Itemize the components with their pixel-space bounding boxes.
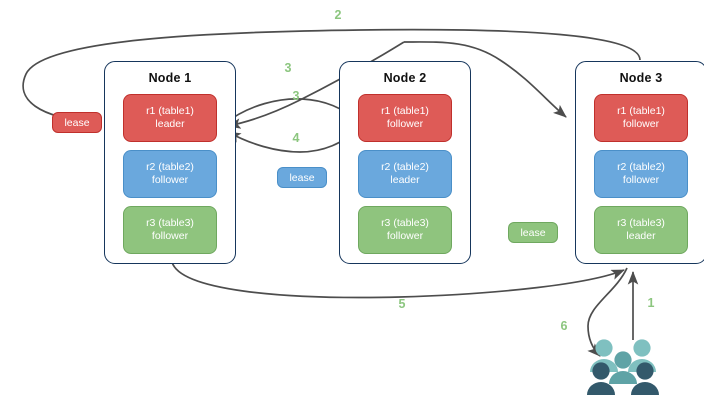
replica-r3[interactable]: r3 (table3) follower [358, 206, 452, 254]
replica-name: r3 (table3) [381, 217, 429, 229]
step-label-3b: 3 [292, 89, 300, 103]
node-card-1[interactable]: Node 1 r1 (table1) leader r2 (table2) fo… [104, 61, 236, 264]
node-title: Node 1 [148, 71, 192, 85]
replica-role: follower [622, 174, 660, 186]
arrow-step-3-to-node1 [226, 41, 405, 129]
arrow-step-5 [171, 261, 625, 299]
replica-role: leader [390, 174, 420, 186]
replica-name: r2 (table2) [146, 161, 194, 173]
replica-name: r1 (table1) [381, 105, 429, 117]
step-label-5: 5 [398, 297, 406, 311]
arrow-step-2 [22, 28, 641, 127]
replica-r1[interactable]: r1 (table1) follower [358, 94, 452, 142]
node-title: Node 3 [619, 71, 663, 85]
replica-name: r1 (table1) [146, 105, 194, 117]
replica-role: follower [622, 118, 660, 130]
step-label-6: 6 [560, 319, 568, 333]
replica-r2[interactable]: r2 (table2) follower [594, 150, 688, 198]
replica-role: follower [386, 118, 424, 130]
replica-r1[interactable]: r1 (table1) leader [123, 94, 217, 142]
step-label-3a: 3 [284, 61, 292, 75]
replica-name: r3 (table3) [617, 217, 665, 229]
replica-name: r1 (table1) [617, 105, 665, 117]
replica-r1[interactable]: r1 (table1) follower [594, 94, 688, 142]
lease-chip-table2[interactable]: lease [277, 167, 327, 188]
replica-role: leader [155, 118, 185, 130]
arrow-step-6 [587, 267, 628, 357]
replica-role: follower [151, 230, 189, 242]
replica-name: r3 (table3) [146, 217, 194, 229]
node-card-3[interactable]: Node 3 r1 (table1) follower r2 (table2) … [575, 61, 704, 264]
step-label-2: 2 [334, 8, 342, 22]
node-card-2[interactable]: Node 2 r1 (table1) follower r2 (table2) … [339, 61, 471, 264]
replica-name: r2 (table2) [617, 161, 665, 173]
node-title: Node 2 [383, 71, 427, 85]
replica-r2[interactable]: r2 (table2) follower [123, 150, 217, 198]
step-label-4: 4 [292, 131, 300, 145]
replica-role: follower [151, 174, 189, 186]
replica-name: r2 (table2) [381, 161, 429, 173]
people-icon [587, 339, 659, 395]
replica-r3[interactable]: r3 (table3) follower [123, 206, 217, 254]
step-label-1: 1 [647, 296, 655, 310]
arrow-step-3-to-node3 [403, 41, 567, 118]
replica-r2[interactable]: r2 (table2) leader [358, 150, 452, 198]
lease-chip-table1[interactable]: lease [52, 112, 102, 133]
replica-role: leader [626, 230, 656, 242]
lease-chip-table3[interactable]: lease [508, 222, 558, 243]
replica-role: follower [386, 230, 424, 242]
replica-r3[interactable]: r3 (table3) leader [594, 206, 688, 254]
